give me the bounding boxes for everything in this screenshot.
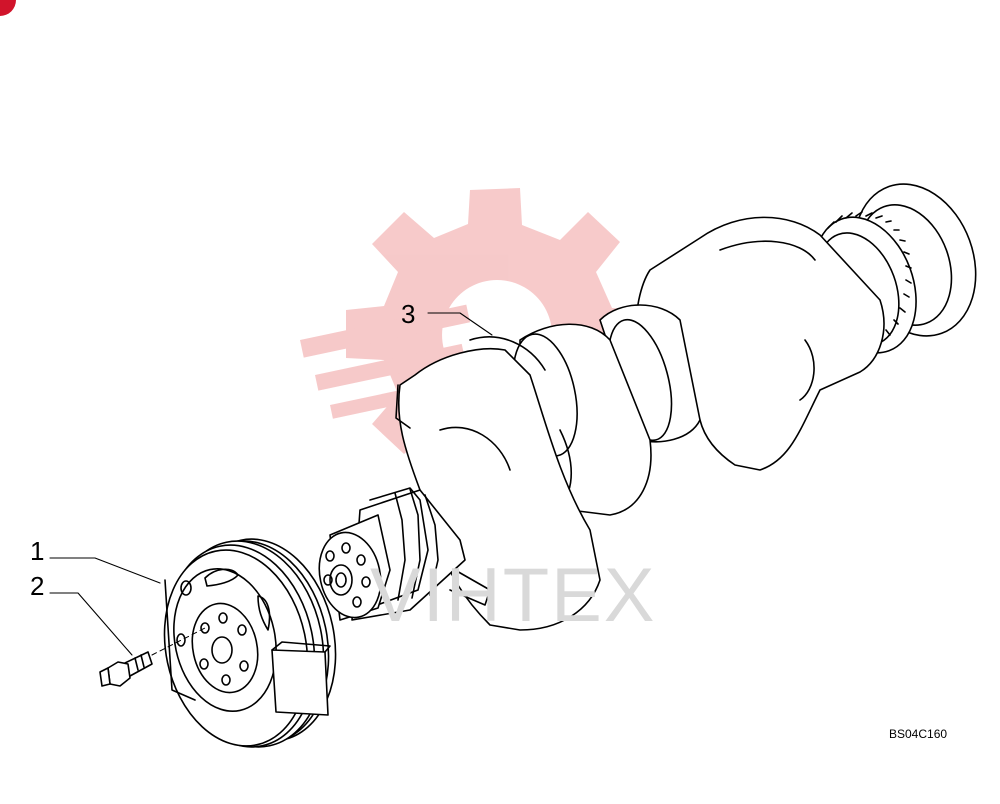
crankshaft-nose bbox=[318, 514, 391, 621]
leader-line-3 bbox=[427, 312, 493, 336]
pulley-bolt bbox=[99, 651, 153, 687]
drawing-code: BS04C160 bbox=[889, 727, 948, 741]
callout-2: 2 bbox=[30, 571, 45, 601]
watermark-text: VIHTEX bbox=[370, 553, 657, 638]
crankshaft-pulley bbox=[163, 538, 337, 748]
corner-badge-icon bbox=[0, 0, 16, 16]
leader-line-1 bbox=[49, 557, 161, 584]
bolt-axis-line bbox=[151, 627, 206, 656]
leader-line-2 bbox=[49, 592, 133, 656]
callout-3: 3 bbox=[401, 299, 416, 329]
crankshaft bbox=[318, 183, 977, 631]
callout-1: 1 bbox=[30, 536, 45, 566]
